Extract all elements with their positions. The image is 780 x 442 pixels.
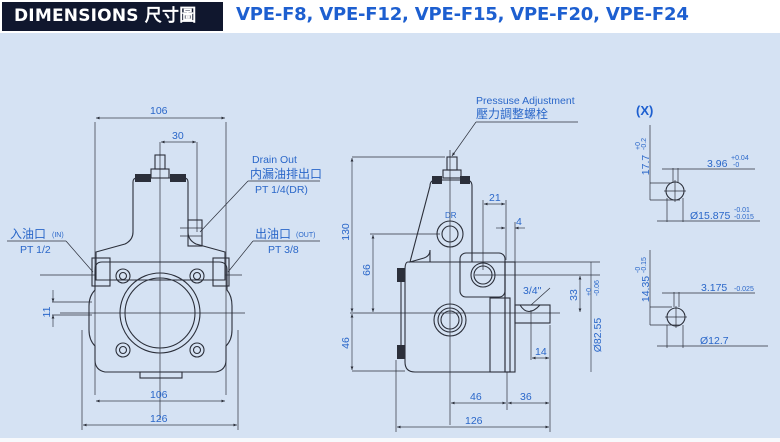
bolt-holes xyxy=(115,268,205,358)
dim-diameter-tol-lower: -0.06 xyxy=(594,280,601,296)
key-width-upper: 3.96 xyxy=(707,158,728,170)
key-width-upper-tol-low: -0 xyxy=(733,162,739,169)
dim-11: 11 xyxy=(41,306,53,317)
dim-diameter-82: Ø82.55 xyxy=(592,318,604,353)
pump-body-outline xyxy=(88,261,233,373)
dim-126-bottom: 126 xyxy=(150,413,168,425)
front-view: 106 30 xyxy=(7,105,322,430)
dim-126-side: 126 xyxy=(465,415,483,427)
key-width-upper-tol-up: +0.04 xyxy=(731,155,749,162)
dim-diameter-tol-upper: +0 xyxy=(586,288,593,296)
drain-label-cn: 内漏油排出口 xyxy=(250,167,322,181)
drain-label-en: Drain Out xyxy=(252,154,297,166)
dr-label: DR xyxy=(445,211,457,220)
key-height-lower-tol-up: -0 xyxy=(635,267,642,273)
shaft-details: (X) 17.7 +0 -0.2 3.96 +0.04 -0 Ø15.875 -… xyxy=(635,103,768,348)
dim-4: 4 xyxy=(516,216,522,228)
key-height-lower-tol-low: -0.15 xyxy=(641,257,648,273)
inlet-spec: PT 1/2 xyxy=(20,244,51,256)
dim-106-top: 106 xyxy=(150,105,168,117)
footer-band xyxy=(0,438,780,442)
dim-key-size: 3/4" xyxy=(523,285,542,297)
pressure-label-cn: 壓力調整螺栓 xyxy=(476,106,548,121)
dim-66: 66 xyxy=(361,264,373,276)
dim-33: 33 xyxy=(568,289,580,301)
section-title: DIMENSIONS 尺寸圖 xyxy=(2,2,223,31)
dim-46-bottom: 46 xyxy=(470,391,482,403)
outlet-spec: PT 3/8 xyxy=(268,244,299,256)
key-width-lower: 3.175 xyxy=(701,282,727,294)
inlet-label-cn: 入油口 xyxy=(10,227,46,241)
key-height-lower: 14.35 xyxy=(640,276,652,302)
dim-46-vertical: 46 xyxy=(340,337,352,349)
dim-130: 130 xyxy=(340,223,352,241)
pressure-label-en: Pressuse Adjustment xyxy=(476,95,575,107)
key-height-upper: 17.7 xyxy=(640,155,652,176)
dim-14: 14 xyxy=(535,346,547,358)
view-x-label: (X) xyxy=(636,103,653,118)
inlet-tag: (IN) xyxy=(52,232,64,239)
key-height-upper-tol-low: -0.2 xyxy=(641,138,648,150)
shaft xyxy=(514,304,551,324)
dim-30: 30 xyxy=(172,130,184,142)
diameter-upper-tol-low: -0.015 xyxy=(734,214,754,221)
diameter-upper-tol-up: -0.01 xyxy=(734,207,750,214)
key-height-upper-tol-up: +0 xyxy=(635,142,642,150)
diameter-lower: Ø12.7 xyxy=(700,335,729,347)
dim-36-bottom: 36 xyxy=(520,391,532,403)
dim-21: 21 xyxy=(489,192,501,204)
drain-port xyxy=(187,219,203,247)
key-width-lower-tol: -0.025 xyxy=(734,286,754,293)
dim-106-bottom: 106 xyxy=(150,389,168,401)
diameter-upper: Ø15.875 xyxy=(690,210,730,222)
model-list: VPE-F8, VPE-F12, VPE-F15, VPE-F20, VPE-F… xyxy=(236,4,689,25)
drawing-sheet xyxy=(0,33,780,438)
drain-spec: PT 1/4(DR) xyxy=(255,184,308,196)
outlet-tag: (OUT) xyxy=(296,232,315,239)
side-view: Pressuse Adjustment 壓力調整螺栓 DR xyxy=(340,95,604,432)
outlet-label-cn: 出油口 xyxy=(255,227,291,241)
side-body-outline xyxy=(404,261,506,373)
